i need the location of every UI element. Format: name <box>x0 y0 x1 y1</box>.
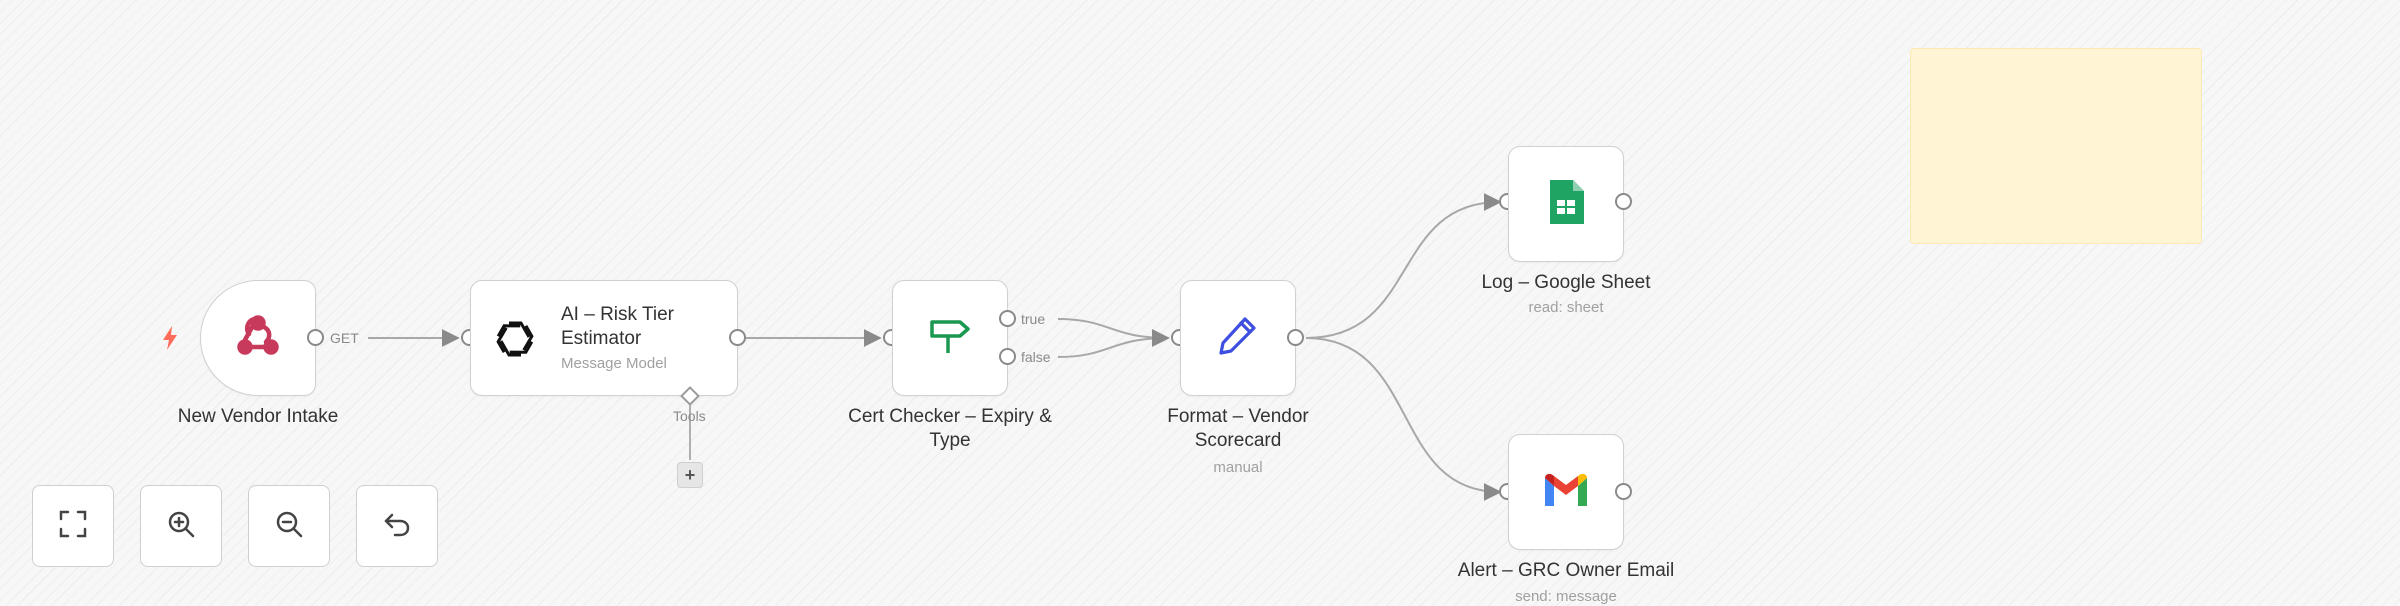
pencil-icon <box>1215 313 1261 364</box>
zoom-out-icon <box>274 509 304 544</box>
zoom-in-button[interactable] <box>140 485 222 567</box>
add-tool-button[interactable]: + <box>677 462 703 488</box>
node-log-google-sheet[interactable] <box>1508 146 1624 262</box>
undo-icon <box>382 509 412 544</box>
sheet-output-port[interactable] <box>1615 193 1632 210</box>
email-output-port[interactable] <box>1615 483 1632 500</box>
node-title-line1: AI – Risk Tier <box>561 304 674 325</box>
fit-view-button[interactable] <box>32 485 114 567</box>
intake-output-label: GET <box>330 330 359 346</box>
node-title-line2: Estimator <box>561 328 642 349</box>
connection-format-email[interactable] <box>1305 337 1502 501</box>
connection-cert-false-format[interactable] <box>1057 329 1170 358</box>
cert-true-port[interactable] <box>999 310 1016 327</box>
tools-label: Tools <box>673 408 706 424</box>
node-alert-grc-owner-email[interactable] <box>1508 434 1624 550</box>
openai-icon <box>491 315 539 368</box>
node-format-vendor-scorecard[interactable] <box>1180 280 1296 396</box>
node-subtitle: read: sheet <box>1528 299 1604 316</box>
lightning-icon <box>160 325 180 356</box>
node-label-line1: Format – Vendor <box>1167 406 1309 427</box>
intake-output-port[interactable] <box>307 329 324 346</box>
node-ai-risk-tier-estimator[interactable]: AI – Risk Tier Estimator Message Model <box>470 280 738 396</box>
fullscreen-icon <box>58 509 88 544</box>
format-output-port[interactable] <box>1287 329 1304 346</box>
node-cert-checker[interactable] <box>892 280 1008 396</box>
node-new-vendor-intake[interactable] <box>200 280 316 396</box>
sticky-note[interactable] <box>1910 48 2202 244</box>
undo-button[interactable] <box>356 485 438 567</box>
connection-format-sheet[interactable] <box>1305 193 1502 339</box>
true-branch-label: true <box>1021 311 1046 327</box>
zoom-out-button[interactable] <box>248 485 330 567</box>
false-branch-label: false <box>1021 349 1051 365</box>
gmail-icon <box>1541 470 1591 515</box>
zoom-in-icon <box>166 509 196 544</box>
node-subtitle: manual <box>1213 459 1263 476</box>
node-subtitle: Message Model <box>561 355 667 372</box>
ai-output-port[interactable] <box>729 329 746 346</box>
node-subtitle: send: message <box>1515 588 1617 605</box>
webhook-icon <box>234 312 282 365</box>
node-label: Alert – GRC Owner Email <box>1457 560 1675 581</box>
connection-cert-true-format[interactable] <box>1057 318 1170 347</box>
cert-false-port[interactable] <box>999 348 1016 365</box>
node-label: New Vendor Intake <box>177 406 339 427</box>
node-label: Log – Google Sheet <box>1481 272 1651 293</box>
node-label-line2: Scorecard <box>1194 430 1282 451</box>
signpost-icon <box>927 313 973 364</box>
google-sheets-icon <box>1546 178 1586 231</box>
node-label-line2: Type <box>929 430 971 451</box>
node-label-line1: Cert Checker – Expiry & <box>848 406 1052 427</box>
